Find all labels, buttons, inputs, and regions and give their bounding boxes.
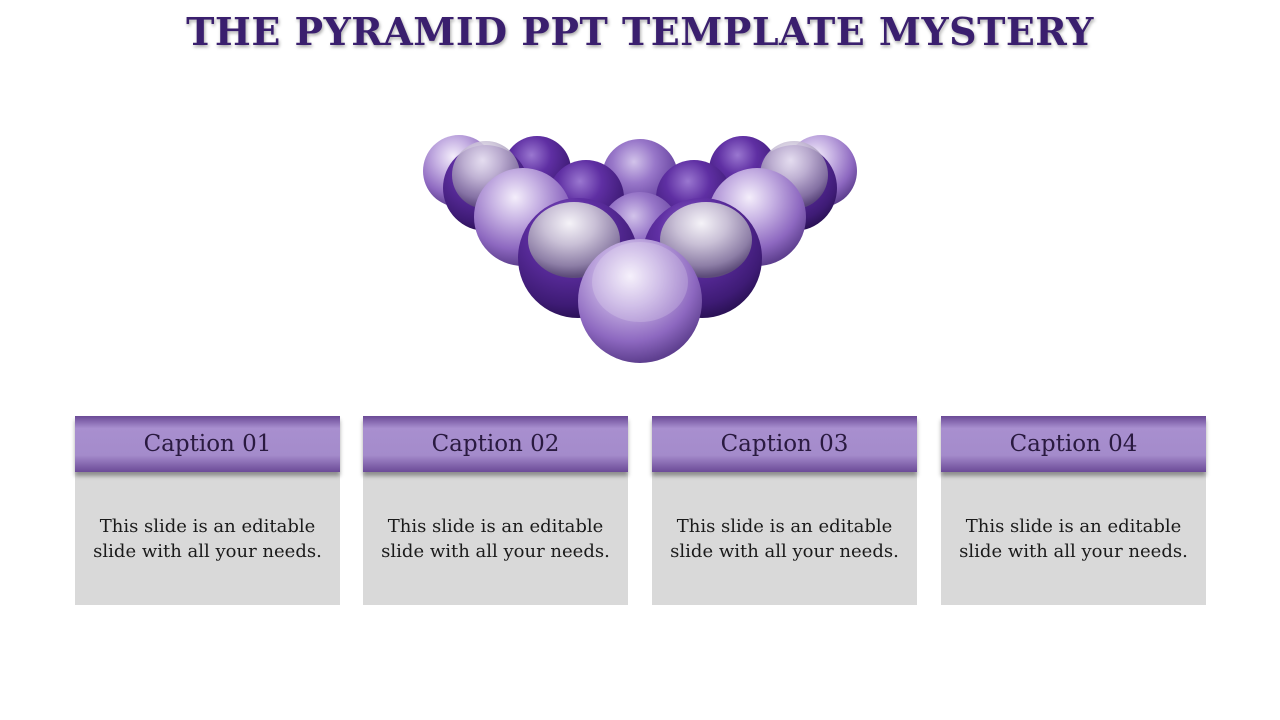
card-header: Caption 02 xyxy=(363,416,628,472)
caption-card-1: Caption 01 This slide is an editable sli… xyxy=(75,416,340,605)
card-text-line: slide with all your needs. xyxy=(93,541,322,562)
card-text-line: slide with all your needs. xyxy=(959,541,1188,562)
caption-card-2: Caption 02 This slide is an editable sli… xyxy=(363,416,628,605)
card-header: Caption 01 xyxy=(75,416,340,472)
card-caption: Caption 03 xyxy=(720,431,849,457)
card-caption: Caption 01 xyxy=(143,431,272,457)
caption-card-4: Caption 04 This slide is an editable sli… xyxy=(941,416,1206,605)
card-description: This slide is an editable slide with all… xyxy=(75,514,340,564)
card-text-line: This slide is an editable xyxy=(99,516,316,537)
card-header: Caption 03 xyxy=(652,416,917,472)
card-caption: Caption 02 xyxy=(431,431,560,457)
card-description: This slide is an editable slide with all… xyxy=(363,514,628,564)
ball-highlight xyxy=(592,242,688,322)
card-text-line: slide with all your needs. xyxy=(381,541,610,562)
card-text-line: This slide is an editable xyxy=(676,516,893,537)
slide-title: THE PYRAMID PPT TEMPLATE MYSTERY xyxy=(186,9,1094,54)
card-description: This slide is an editable slide with all… xyxy=(941,514,1206,564)
card-text-line: This slide is an editable xyxy=(965,516,1182,537)
card-header: Caption 04 xyxy=(941,416,1206,472)
caption-card-3: Caption 03 This slide is an editable sli… xyxy=(652,416,917,605)
card-text-line: slide with all your needs. xyxy=(670,541,899,562)
ball xyxy=(578,239,702,363)
card-text-line: This slide is an editable xyxy=(387,516,604,537)
card-caption: Caption 04 xyxy=(1009,431,1138,457)
card-description: This slide is an editable slide with all… xyxy=(652,514,917,564)
